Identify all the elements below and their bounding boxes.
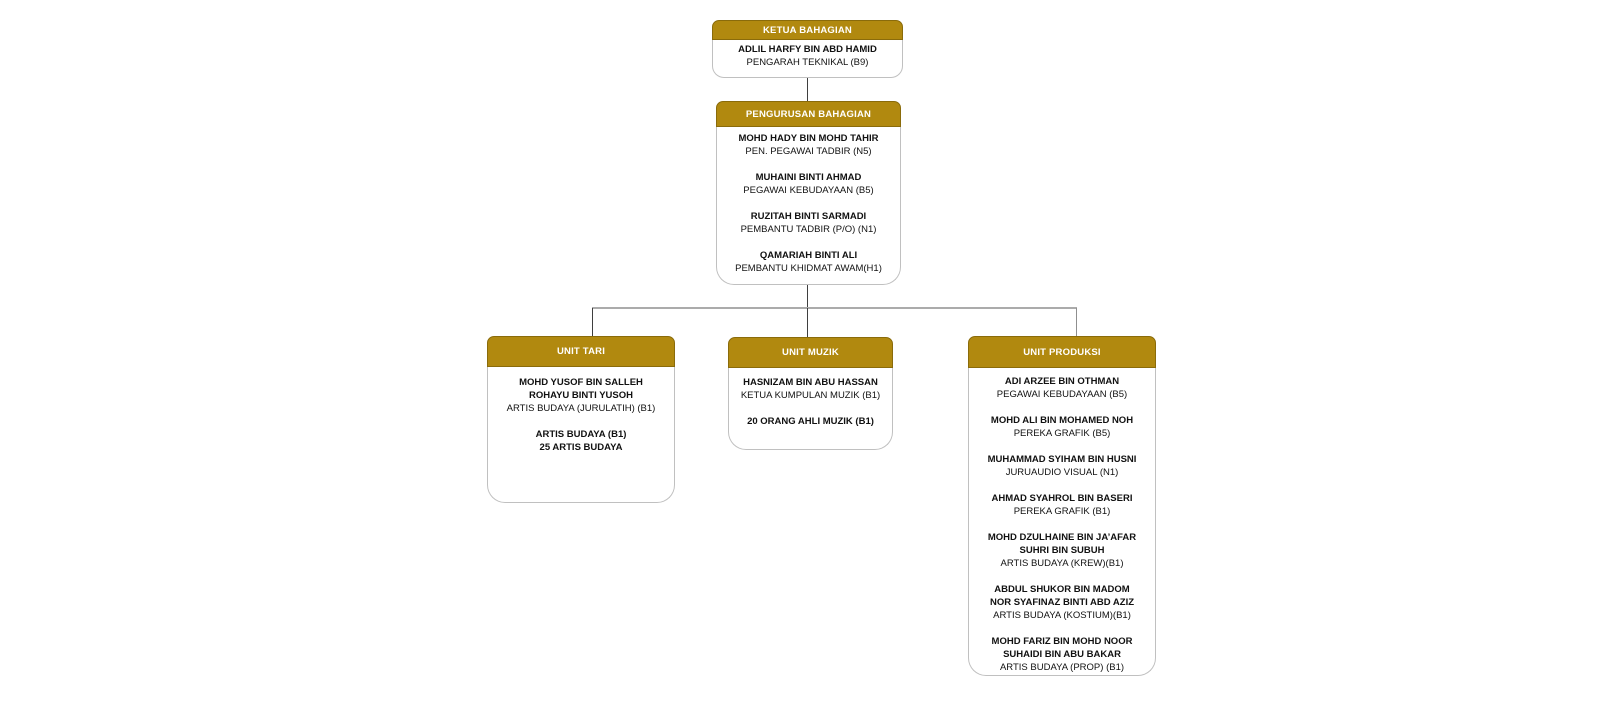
- person-entry: ADLIL HARFY BIN ABD HAMID PENGARAH TEKNIK…: [713, 43, 902, 69]
- org-box-unit-produksi: UNIT PRODUKSI ADI ARZEE BIN OTHMAN PEGAWA…: [968, 336, 1156, 676]
- box-header-pengurusan-bahagian: PENGURUSAN BAHAGIAN: [716, 101, 901, 127]
- person-entry: AHMAD SYAHROL BIN BASERI PEREKA GRAFIK (B…: [969, 492, 1155, 518]
- person-entry: MOHD FARIZ BIN MOHD NOOR SUHAIDI BIN ABU …: [969, 635, 1155, 674]
- person-entry: ADI ARZEE BIN OTHMAN PEGAWAI KEBUDAYAAN (…: [969, 375, 1155, 401]
- box-header-ketua-bahagian: KETUA BAHAGIAN: [712, 20, 903, 40]
- person-entry: MUHAMMAD SYIHAM BIN HUSNI JURUAUDIO VISUA…: [969, 453, 1155, 479]
- person-name: ABDUL SHUKOR BIN MADOM: [994, 584, 1130, 595]
- box-body-pengurusan-bahagian: MOHD HADY BIN MOHD TAHIR PEN. PEGAWAI TAD…: [716, 127, 901, 285]
- person-role: PENGARAH TEKNIKAL (B9): [746, 57, 869, 68]
- person-role: ARTIS BUDAYA (KOSTIUM)(B1): [993, 610, 1131, 621]
- person-name: MOHD FARIZ BIN MOHD NOOR: [991, 636, 1133, 647]
- person-role: JURUAUDIO VISUAL (N1): [1005, 467, 1119, 478]
- box-header-unit-muzik: UNIT MUZIK: [728, 337, 893, 368]
- person-name: SUHRI BIN SUBUH: [1019, 545, 1105, 556]
- org-box-ketua-bahagian: KETUA BAHAGIAN ADLIL HARFY BIN ABD HAMID…: [712, 20, 903, 78]
- person-entry: ARTIS BUDAYA (B1) 25 ARTIS BUDAYA: [488, 428, 674, 454]
- org-box-pengurusan-bahagian: PENGURUSAN BAHAGIAN MOHD HADY BIN MOHD T…: [716, 101, 901, 285]
- person-name: ADLIL HARFY BIN ABD HAMID: [738, 44, 877, 55]
- person-name: MOHD ALI BIN MOHAMED NOH: [990, 415, 1134, 426]
- person-role: ARTIS BUDAYA (KREW)(B1): [1000, 558, 1124, 569]
- person-entry: MUHAINI BINTI AHMAD PEGAWAI KEBUDAYAAN (B…: [717, 171, 900, 197]
- person-name: RUZITAH BINTI SARMADI: [750, 211, 867, 222]
- person-name: QAMARIAH BINTI ALI: [759, 250, 858, 261]
- person-name: MUHAINI BINTI AHMAD: [755, 172, 862, 183]
- box-body-unit-muzik: HASNIZAM BIN ABU HASSAN KETUA KUMPULAN MU…: [728, 368, 893, 450]
- person-entry: HASNIZAM BIN ABU HASSAN KETUA KUMPULAN MU…: [729, 376, 892, 402]
- person-entry: 20 ORANG AHLI MUZIK (B1): [729, 415, 892, 428]
- org-box-unit-muzik: UNIT MUZIK HASNIZAM BIN ABU HASSAN KETUA …: [728, 337, 893, 450]
- person-name: HASNIZAM BIN ABU HASSAN: [743, 377, 878, 388]
- person-role: PEREKA GRAFIK (B5): [1013, 428, 1111, 439]
- person-role: PEGAWAI KEBUDAYAAN (B5): [743, 185, 874, 196]
- box-header-unit-tari: UNIT TARI: [487, 336, 675, 367]
- person-role: PEN. PEGAWAI TADBIR (N5): [745, 146, 872, 157]
- person-name: ARTIS BUDAYA (B1): [535, 429, 627, 440]
- person-name: MOHD YUSOF BIN SALLEH: [519, 377, 643, 388]
- person-role: PEREKA GRAFIK (B1): [1013, 506, 1111, 517]
- connector-pengurusan-stem: [807, 285, 808, 308]
- person-entry: MOHD ALI BIN MOHAMED NOH PEREKA GRAFIK (B…: [969, 414, 1155, 440]
- person-role: PEMBANTU TADBIR (P/O) (N1): [740, 224, 877, 235]
- person-name: ADI ARZEE BIN OTHMAN: [1004, 376, 1120, 387]
- person-entry: MOHD DZULHAINE BIN JA’AFAR SUHRI BIN SUBU…: [969, 531, 1155, 570]
- person-name: 25 ARTIS BUDAYA: [539, 442, 623, 453]
- person-name: MOHD HADY BIN MOHD TAHIR: [738, 133, 879, 144]
- person-name: MUHAMMAD SYIHAM BIN HUSNI: [987, 454, 1137, 465]
- box-body-ketua-bahagian: ADLIL HARFY BIN ABD HAMID PENGARAH TEKNIK…: [712, 40, 903, 78]
- person-role: PEMBANTU KHIDMAT AWAM(H1): [735, 263, 882, 274]
- person-role: KETUA KUMPULAN MUZIK (B1): [740, 390, 881, 401]
- person-name: 20 ORANG AHLI MUZIK (B1): [747, 416, 874, 427]
- person-entry: ABDUL SHUKOR BIN MADOM NOR SYAFINAZ BINTI…: [969, 583, 1155, 622]
- person-role: ARTIS BUDAYA (PROP) (B1): [999, 662, 1125, 673]
- person-role: PEGAWAI KEBUDAYAAN (B5): [996, 389, 1128, 400]
- person-role: ARTIS BUDAYA (JURULATIH) (B1): [506, 403, 656, 414]
- person-entry: RUZITAH BINTI SARMADI PEMBANTU TADBIR (P/…: [717, 210, 900, 236]
- connector-branch-horizontal: [592, 307, 1077, 309]
- connector-to-unit-tari: [592, 308, 593, 337]
- box-body-unit-produksi: ADI ARZEE BIN OTHMAN PEGAWAI KEBUDAYAAN (…: [968, 368, 1156, 676]
- person-name: AHMAD SYAHROL BIN BASERI: [991, 493, 1133, 504]
- box-body-unit-tari: MOHD YUSOF BIN SALLEH ROHAYU BINTI YUSOH A…: [487, 367, 675, 503]
- person-entry: QAMARIAH BINTI ALI PEMBANTU KHIDMAT AWAM(…: [717, 249, 900, 275]
- person-name: MOHD DZULHAINE BIN JA’AFAR: [987, 532, 1137, 543]
- person-name: NOR SYAFINAZ BINTI ABD AZIZ: [989, 597, 1135, 608]
- connector-to-unit-produksi: [1076, 308, 1077, 337]
- person-entry: MOHD YUSOF BIN SALLEH ROHAYU BINTI YUSOH A…: [488, 376, 674, 415]
- connector-ketua-to-pengurusan: [807, 78, 808, 101]
- org-box-unit-tari: UNIT TARI MOHD YUSOF BIN SALLEH ROHAYU BI…: [487, 336, 675, 503]
- person-name: ROHAYU BINTI YUSOH: [529, 390, 633, 401]
- connector-to-unit-muzik: [807, 308, 808, 338]
- box-header-unit-produksi: UNIT PRODUKSI: [968, 336, 1156, 368]
- person-entry: MOHD HADY BIN MOHD TAHIR PEN. PEGAWAI TAD…: [717, 132, 900, 158]
- person-name: SUHAIDI BIN ABU BAKAR: [1003, 649, 1121, 660]
